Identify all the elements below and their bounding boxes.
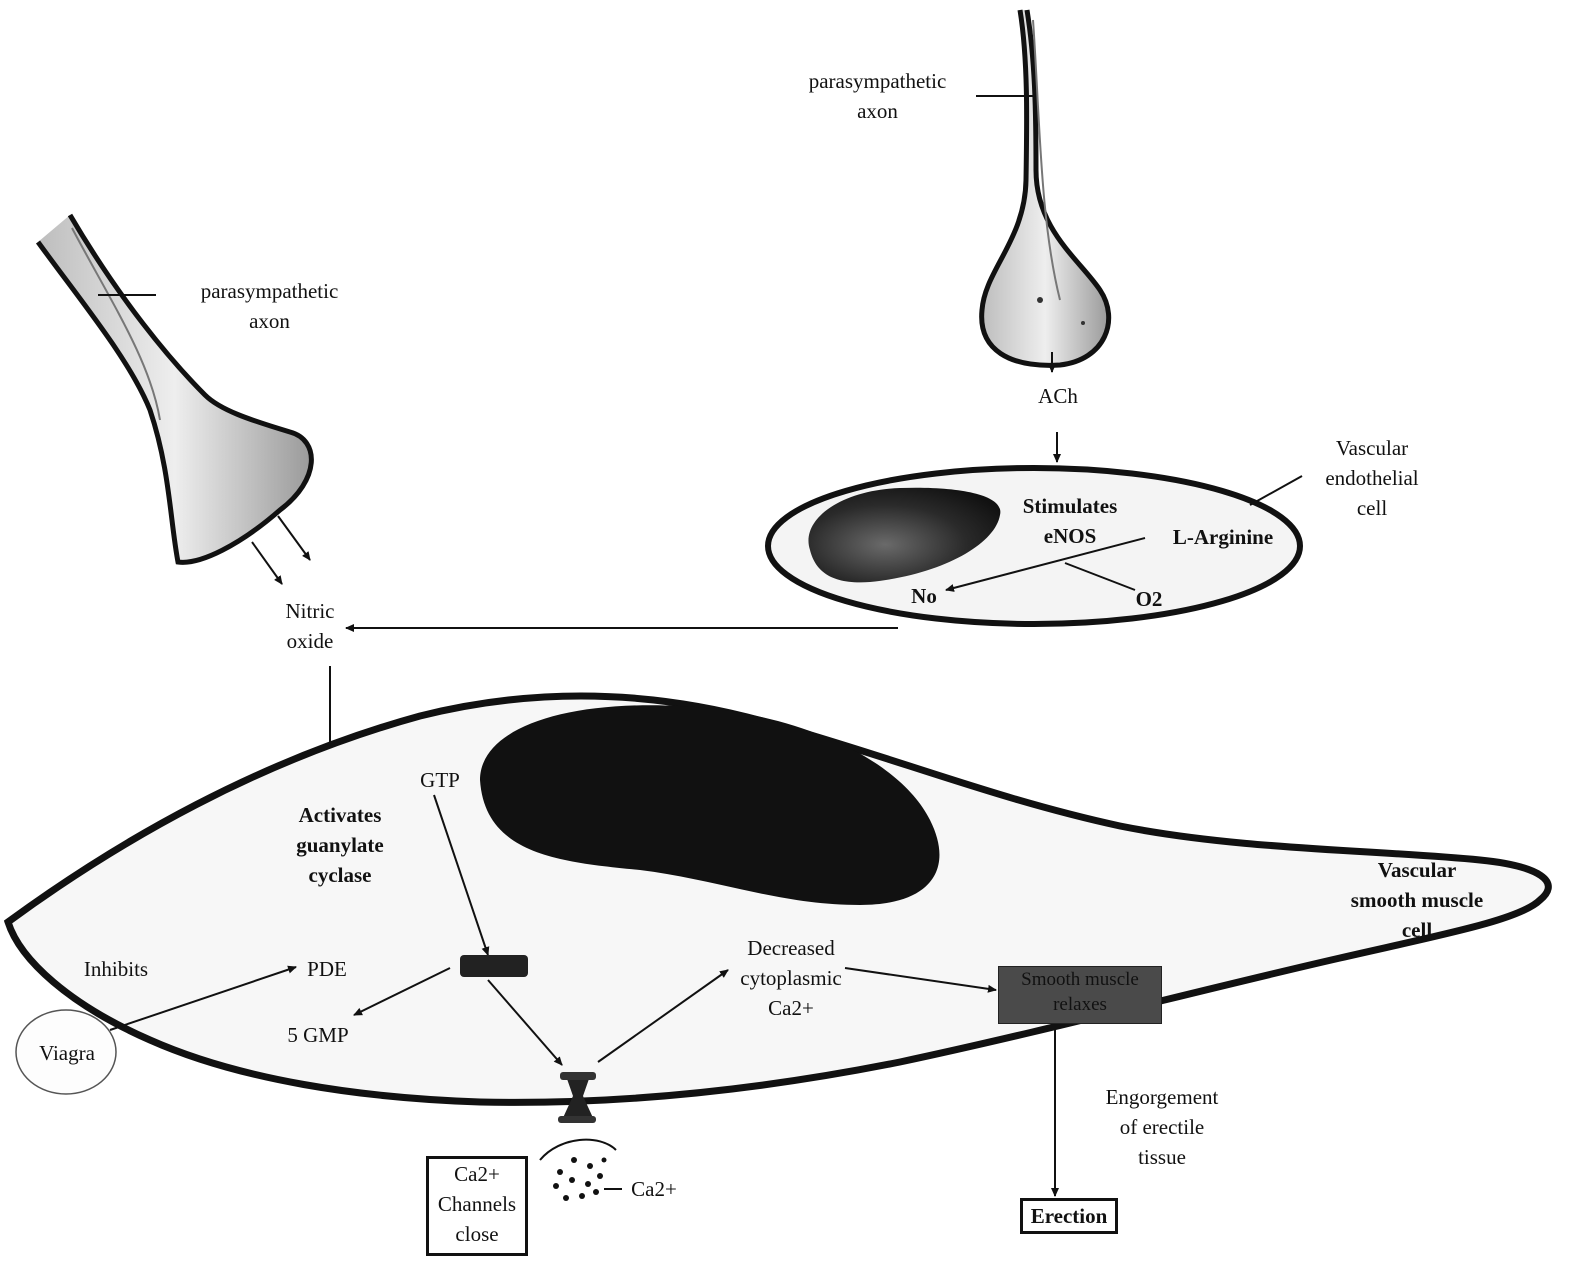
ach-label: ACh <box>1022 381 1094 411</box>
erection-box: Erection <box>1020 1198 1118 1234</box>
decreased-cytoplasmic-ca-label: Decreased cytoplasmic Ca2+ <box>716 933 866 1023</box>
smooth-muscle-cell-label: Vascular smooth muscle cell <box>1326 855 1508 945</box>
inhibits-label: Inhibits <box>66 954 166 984</box>
left-axon-shape <box>38 215 311 562</box>
channel-blocked-arc <box>540 1140 616 1160</box>
nitric-oxide-label: Nitric oxide <box>260 596 360 656</box>
calcium-ions <box>553 1157 607 1201</box>
endothelial-cell-label: Vascular endothelial cell <box>1296 433 1448 523</box>
pde-label: PDE <box>292 954 362 984</box>
engorgement-label: Engorgement of erectile tissue <box>1084 1082 1240 1172</box>
stimulates-enos-label: Stimulates eNOS <box>1008 491 1132 551</box>
cgmp-block <box>460 955 528 977</box>
viagra-label: Viagra <box>26 1038 108 1068</box>
arrow-axon-release-2 <box>278 516 310 560</box>
ca-external-label: Ca2+ <box>622 1174 686 1204</box>
endothelial-leader-line <box>1250 476 1302 505</box>
top-axon-shape <box>982 10 1109 365</box>
activates-guanylate-cyclase-label: Activates guanylate cyclase <box>280 800 400 890</box>
5-gmp-label: 5 GMP <box>270 1020 366 1050</box>
left-axon-label: parasympathetic axon <box>172 276 367 336</box>
o2-label: O2 <box>1124 584 1174 614</box>
gtp-label: GTP <box>410 765 470 795</box>
channels-close-box: Ca2+ Channels close <box>426 1156 528 1256</box>
smooth-muscle-relaxes-box: Smooth muscle relaxes <box>998 966 1162 1024</box>
top-axon-label: parasympathetic axon <box>780 66 975 126</box>
arrow-axon-release-1 <box>252 542 282 584</box>
l-arginine-label: L-Arginine <box>1148 522 1298 552</box>
no-label: No <box>896 581 952 611</box>
